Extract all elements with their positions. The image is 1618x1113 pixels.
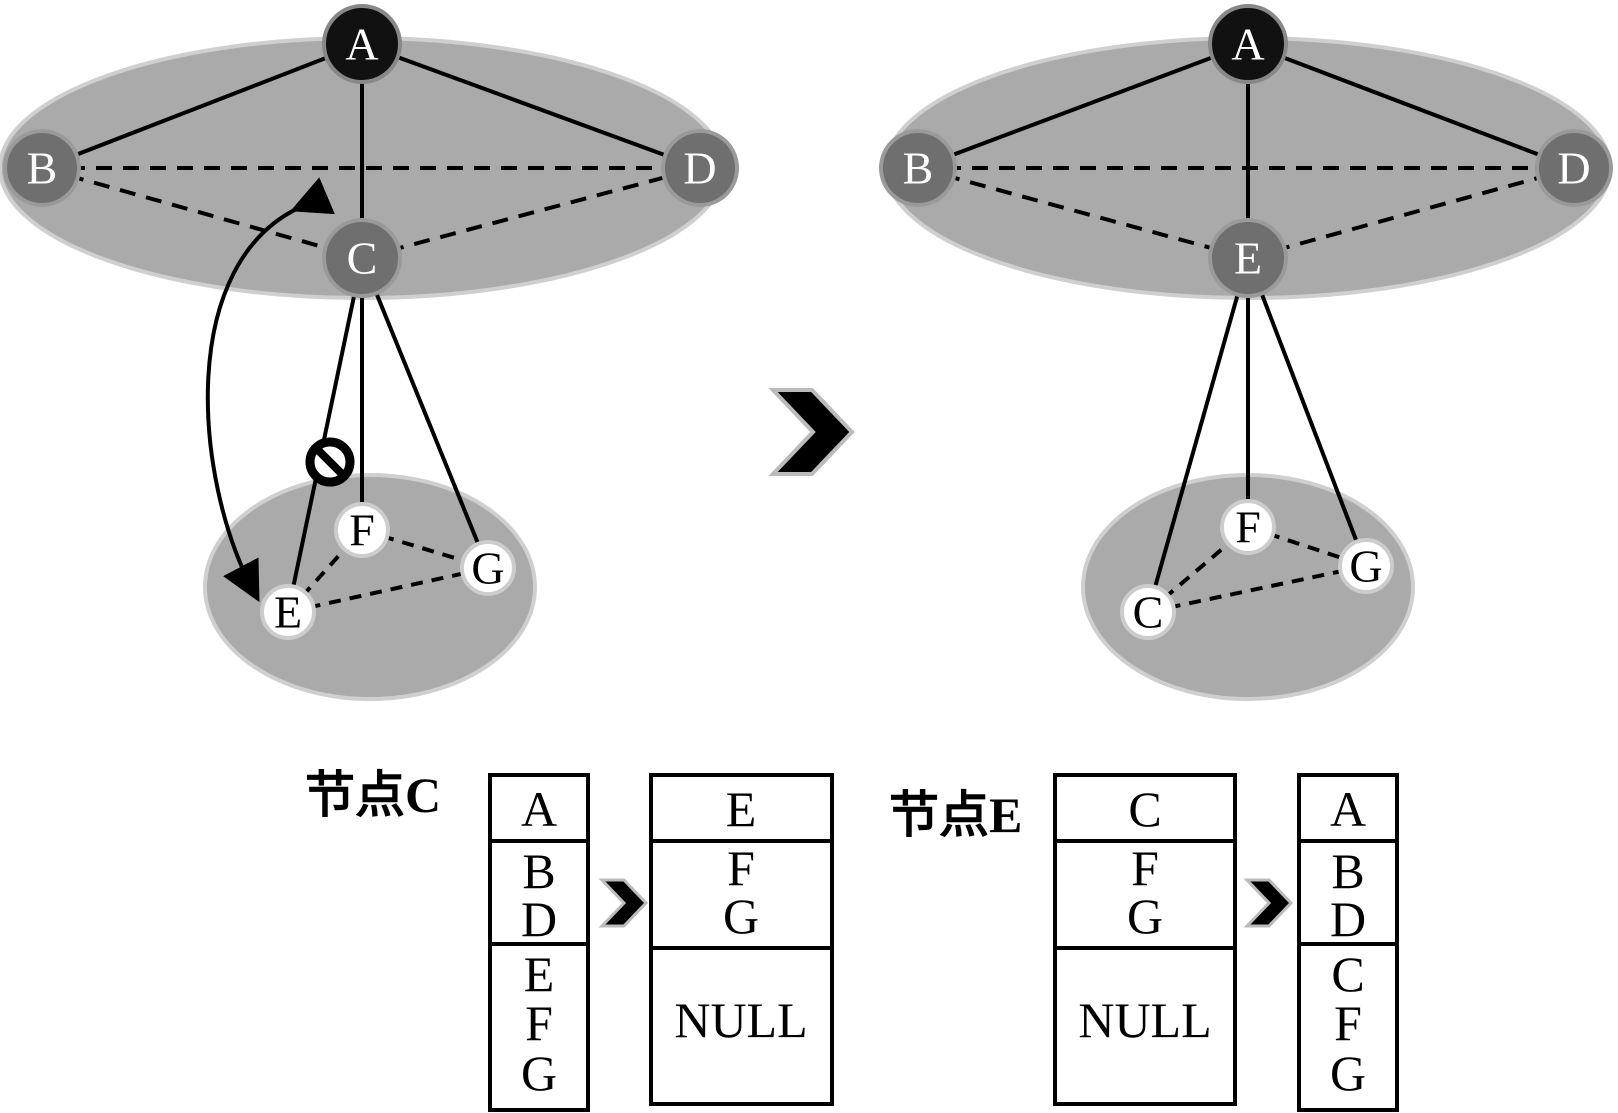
node-c: C bbox=[1120, 584, 1176, 640]
node-b-label: B bbox=[903, 143, 934, 194]
table-cell: A bbox=[1330, 781, 1366, 837]
node-e-label: E bbox=[1234, 233, 1262, 284]
node-f: F bbox=[1220, 499, 1276, 555]
node-b-label: B bbox=[27, 143, 58, 194]
table-cell: E bbox=[726, 781, 757, 837]
edge-a-b bbox=[41, 42, 363, 170]
node-c: C bbox=[322, 218, 402, 298]
table-cell: G bbox=[723, 888, 759, 944]
table-cell: A bbox=[521, 781, 557, 837]
node-b: B bbox=[879, 129, 957, 207]
edge-e-c bbox=[1146, 257, 1250, 613]
table-cell: E bbox=[524, 946, 555, 1002]
node-f-label: F bbox=[349, 505, 375, 556]
after-topology: A B E D C F G bbox=[879, 4, 1613, 701]
node-a: A bbox=[322, 4, 402, 84]
node-e-label: E bbox=[274, 587, 302, 638]
node-f-label: F bbox=[1235, 502, 1261, 553]
table-cell: D bbox=[1330, 891, 1366, 947]
node-e: E bbox=[1208, 218, 1288, 298]
chevron-right-icon bbox=[598, 878, 649, 928]
node-c-before-table: A B D E F G bbox=[488, 773, 590, 1112]
node-a-label: A bbox=[345, 19, 378, 70]
node-d: D bbox=[1535, 129, 1613, 207]
table-cell: B bbox=[1331, 843, 1364, 899]
node-d: D bbox=[661, 129, 739, 207]
table-cell: D bbox=[521, 891, 557, 947]
table-cell: B bbox=[522, 843, 555, 899]
prohibited-icon bbox=[305, 437, 355, 487]
node-f: F bbox=[334, 502, 390, 558]
node-e-after-table: A B D C F G bbox=[1297, 773, 1399, 1112]
table-cell: C bbox=[1331, 946, 1364, 1002]
edge-e-d bbox=[1247, 166, 1575, 260]
before-topology: A B C D E F G bbox=[0, 4, 739, 701]
node-c-after-table: E F G NULL bbox=[649, 773, 834, 1106]
edge-a-d bbox=[361, 42, 701, 170]
node-a: A bbox=[1208, 4, 1288, 84]
node-g-label: G bbox=[471, 543, 504, 594]
table-cell: G bbox=[1330, 1045, 1366, 1101]
table-cell: G bbox=[1127, 888, 1163, 944]
node-g: G bbox=[460, 540, 516, 596]
edge-b-e bbox=[917, 166, 1249, 260]
edge-a-d bbox=[1247, 42, 1575, 170]
table-cell: NULL bbox=[1078, 992, 1211, 1048]
node-e-caption: 节点E bbox=[889, 787, 1022, 843]
table-cell: C bbox=[1128, 781, 1161, 837]
node-c-label: C bbox=[347, 233, 378, 284]
node-d-label: D bbox=[683, 143, 716, 194]
node-e-before-table: C F G NULL bbox=[1053, 773, 1237, 1106]
node-a-label: A bbox=[1231, 19, 1264, 70]
table-cell: NULL bbox=[674, 992, 807, 1048]
table-cell: F bbox=[1131, 840, 1159, 896]
node-e: E bbox=[260, 584, 316, 640]
edge-c-d bbox=[361, 166, 701, 260]
node-c-caption: 节点C bbox=[305, 767, 441, 823]
edge-e-g bbox=[287, 566, 489, 614]
node-b: B bbox=[3, 129, 81, 207]
chevron-right-icon bbox=[1243, 878, 1294, 928]
node-d-label: D bbox=[1557, 143, 1590, 194]
table-cell: F bbox=[1334, 995, 1362, 1051]
chevron-right-icon bbox=[768, 388, 855, 476]
edge-c-g bbox=[360, 257, 490, 569]
node-g: G bbox=[1338, 538, 1394, 594]
node-g-label: G bbox=[1349, 541, 1382, 592]
node-c-label: C bbox=[1133, 587, 1164, 638]
edge-a-b bbox=[917, 42, 1249, 170]
edge-e-g bbox=[1246, 257, 1368, 567]
swap-arrow-icon bbox=[205, 177, 335, 603]
table-cell: F bbox=[525, 995, 553, 1051]
table-cell: G bbox=[521, 1045, 557, 1101]
edge-c-g bbox=[1147, 564, 1367, 614]
table-cell: F bbox=[727, 840, 755, 896]
